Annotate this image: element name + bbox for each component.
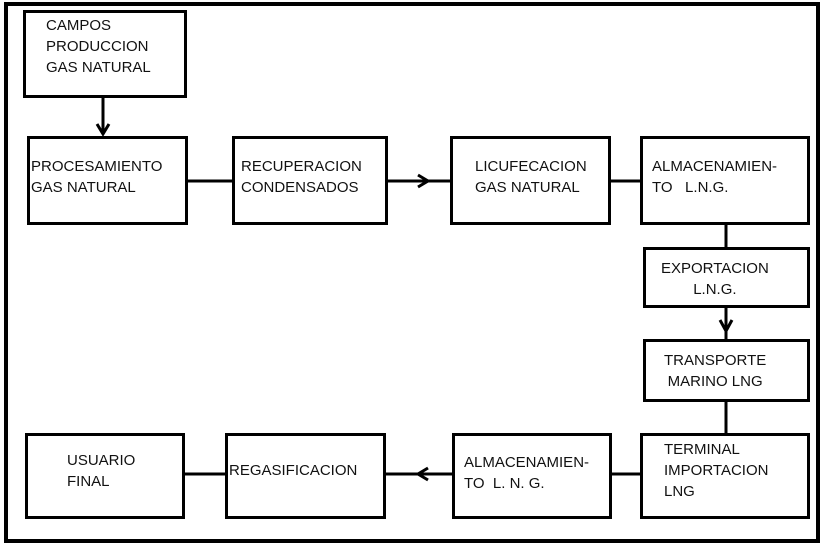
- label-almacenamiento-lng-2: ALMACENAMIEN- TO L. N. G.: [464, 454, 590, 492]
- label-terminal-importacion: TERMINAL IMPORTACION LNG: [664, 441, 769, 500]
- node-procesamiento: [27, 136, 188, 225]
- node-transporte-marino: [643, 339, 810, 402]
- label-licuefaccion: LICUFECACION GAS NATURAL: [475, 158, 587, 196]
- label-usuario-final: USUARIO FINAL: [67, 452, 136, 490]
- node-almacenamiento-lng-1: [640, 136, 810, 225]
- node-recuperacion: [232, 136, 388, 225]
- node-exportacion: [643, 247, 810, 308]
- arrowhead-licuefaccion: [417, 173, 431, 189]
- node-regasificacion: [225, 433, 386, 519]
- label-exportacion: EXPORTACION L.N.G.: [661, 260, 769, 298]
- label-regasificacion: REGASIFICACION: [229, 462, 358, 479]
- arrowhead-regasificacion: [415, 466, 429, 482]
- node-licuefaccion: [450, 136, 611, 225]
- node-usuario-final: [25, 433, 185, 519]
- label-transporte-marino: TRANSPORTE MARINO LNG: [664, 352, 767, 390]
- arrowhead-transporte: [718, 319, 734, 335]
- node-terminal-importacion: [640, 433, 810, 519]
- label-campos-produccion: CAMPOS PRODUCCION GAS NATURAL: [46, 17, 151, 76]
- arrowhead-procesamiento: [95, 123, 111, 137]
- label-procesamiento: PROCESAMIENTO GAS NATURAL: [31, 158, 163, 196]
- node-campos-produccion: [23, 10, 187, 98]
- label-almacenamiento-lng-1: ALMACENAMIEN- TO L.N.G.: [652, 158, 778, 196]
- node-almacenamiento-lng-2: [452, 433, 612, 519]
- label-recuperacion: RECUPERACION CONDENSADOS: [241, 158, 362, 196]
